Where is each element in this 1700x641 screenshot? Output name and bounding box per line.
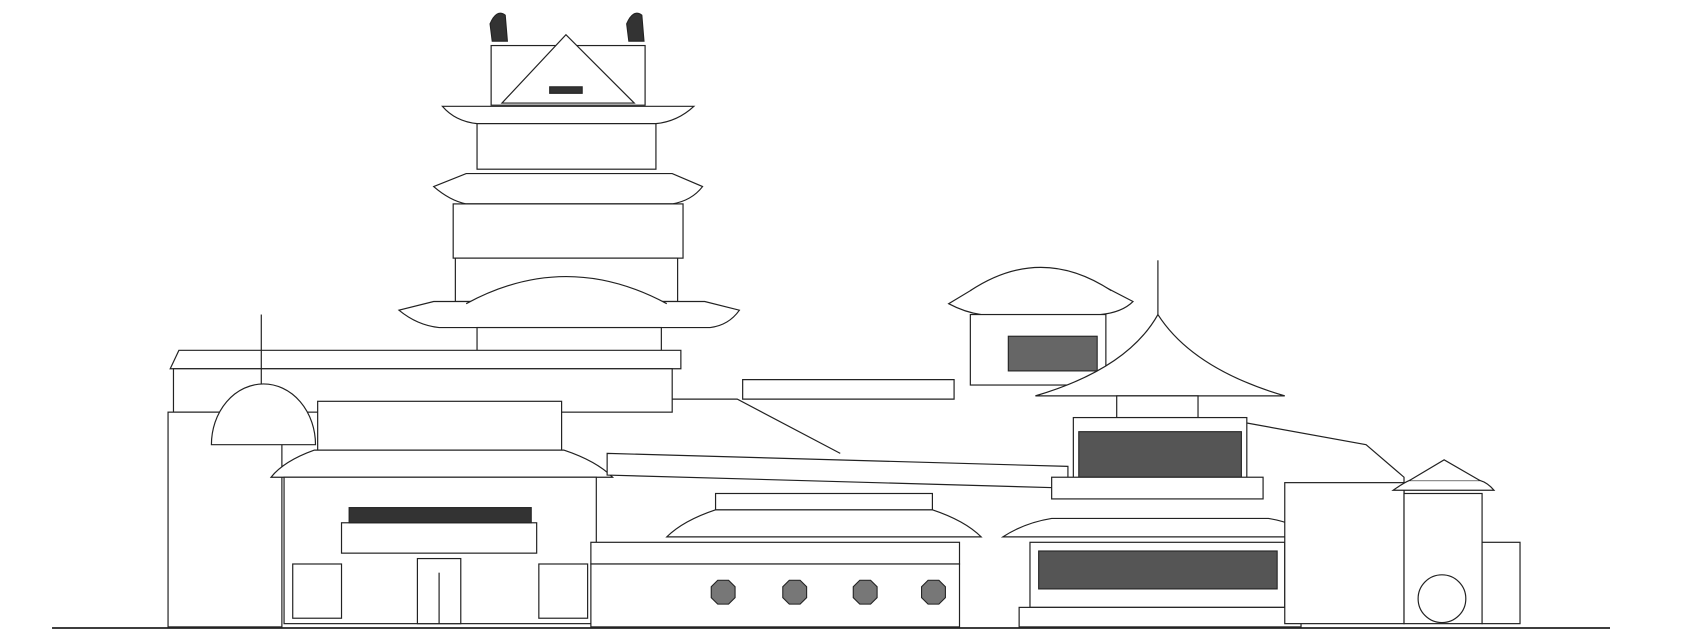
dome [210,383,317,446]
octagonal-window [710,579,736,605]
dragon-ornament-icon [489,12,645,42]
pagoda-tower [397,12,741,388]
main-hall [269,400,615,625]
octagonal-window [852,579,878,605]
covered-gallery-roof [606,452,1069,489]
moon-gate [1417,574,1467,624]
upper-right-pavilion [947,266,1134,386]
long-upper-roof [169,349,682,370]
spire-pavilion [1000,260,1314,628]
moon-gate-pavilion [1391,459,1521,625]
middle-hall [590,492,983,628]
upper-railing [742,379,955,400]
octagonal-window [921,579,946,605]
octagonal-window [782,579,808,605]
